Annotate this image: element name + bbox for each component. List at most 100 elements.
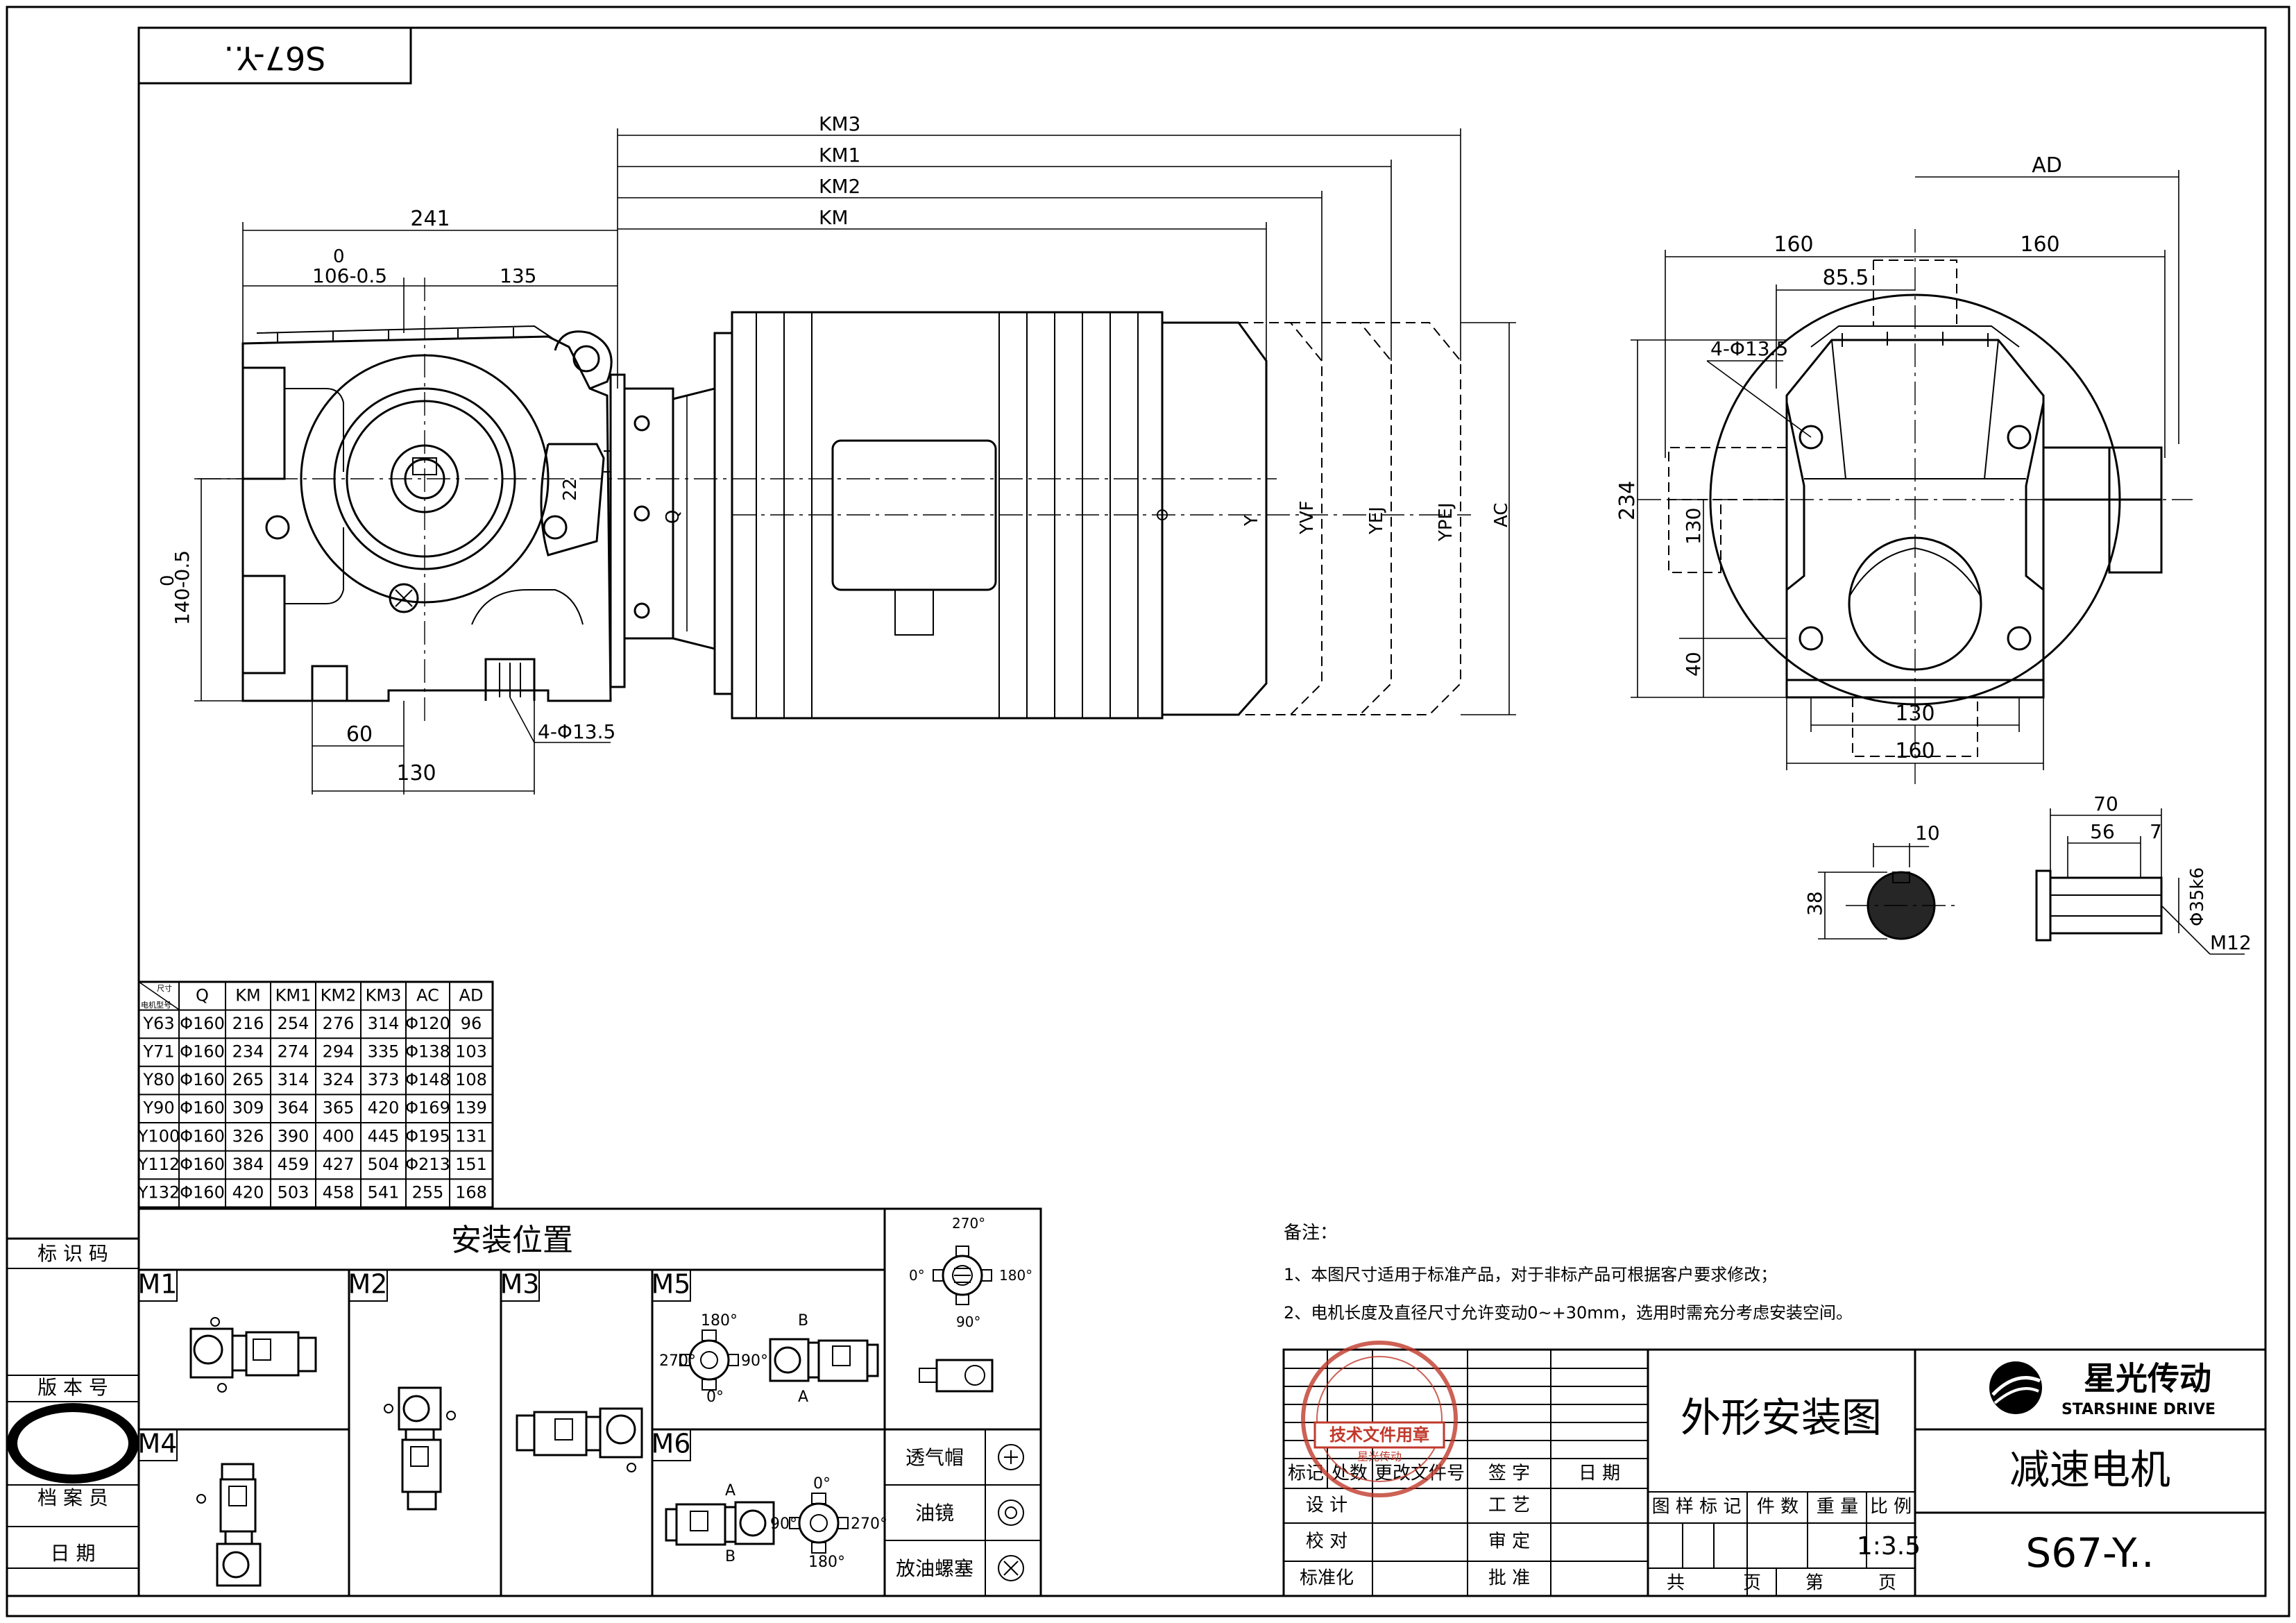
- spec-cell: 420: [232, 1183, 264, 1203]
- dim-140: 140-0.5: [171, 550, 194, 625]
- dim-130-horiz: 130: [1895, 702, 1934, 726]
- spec-cell: 384: [232, 1155, 264, 1174]
- mounting-title: 安装位置: [451, 1223, 573, 1258]
- drawing-title: 外形安装图: [1681, 1394, 1882, 1441]
- sheets-nth: 第: [1805, 1573, 1823, 1594]
- spec-cell: 103: [455, 1042, 487, 1062]
- spec-cell: 139: [455, 1098, 487, 1118]
- m5-letter-a: A: [798, 1388, 808, 1406]
- spec-cell: Φ213: [405, 1155, 450, 1174]
- spec-cell: Y100: [137, 1126, 180, 1146]
- spec-cell: 234: [232, 1042, 264, 1062]
- position-m1: M1: [138, 1269, 178, 1300]
- spec-cell: 274: [278, 1042, 309, 1062]
- spec-cell: 364: [278, 1098, 309, 1118]
- dim-160-bottom: 160: [1895, 739, 1934, 763]
- dim-130-vert: 130: [1682, 508, 1705, 545]
- dim-km3: KM3: [819, 112, 860, 135]
- stamp-label: 技术文件用章: [1329, 1425, 1429, 1445]
- spec-cell: 294: [323, 1042, 355, 1062]
- spec-cell: 255: [412, 1183, 444, 1203]
- dim-ypej: YPEJ: [1436, 502, 1456, 542]
- m4-sketch: [196, 1463, 262, 1587]
- notes-header: 备注：: [1284, 1223, 1338, 1243]
- oil-sight-icon: [998, 1499, 1024, 1526]
- spec-cell: Φ120: [405, 1014, 450, 1033]
- dim-234: 234: [1615, 481, 1640, 520]
- product-name: 减速电机: [2009, 1446, 2170, 1493]
- spec-column-header: KM: [235, 985, 260, 1005]
- sheets-page2: 页: [1878, 1573, 1896, 1594]
- dim-shaft-7: 7: [2150, 820, 2162, 843]
- shaft-detail: 70 56 7 Φ35k6 M12: [2035, 792, 2252, 955]
- spec-cell: Φ160: [180, 1183, 225, 1203]
- dim-ac: AC: [1491, 503, 1512, 527]
- spec-cell: 365: [323, 1098, 355, 1118]
- outer-frame: [6, 6, 2290, 1617]
- position-m5: M5: [652, 1269, 691, 1300]
- note-1: 1、本图尺寸适用于标准产品，对于非标产品可根据客户要求修改；: [1284, 1265, 1777, 1284]
- stamp-sub: 星光传动: [1357, 1450, 1402, 1463]
- spec-cell: 276: [323, 1014, 355, 1033]
- dim-130: 130: [396, 761, 436, 785]
- spec-column-header: KM3: [366, 985, 402, 1005]
- tb-grid-mark: 图 样 标 记: [1652, 1497, 1742, 1518]
- spec-cell: 108: [455, 1070, 487, 1089]
- dim-ad: AD: [2032, 153, 2062, 178]
- spec-cell: 326: [232, 1126, 264, 1146]
- tb-col-sign: 签 字: [1488, 1463, 1530, 1484]
- dim-q-side: Q: [663, 510, 683, 524]
- dim-key-38: 38: [1803, 891, 1826, 916]
- dim-160-right: 160: [2020, 232, 2059, 257]
- tb-row-review: 审 定: [1488, 1531, 1530, 1552]
- spec-cell: 458: [323, 1183, 355, 1203]
- label-date: 日 期: [51, 1542, 96, 1565]
- dim-side-holes: 4-Φ13.5: [1710, 337, 1788, 360]
- spec-cell: Φ160: [180, 1014, 225, 1033]
- position-m3: M3: [500, 1269, 540, 1300]
- sheets-page1: 页: [1743, 1573, 1761, 1594]
- spec-column-header: KM2: [321, 985, 357, 1005]
- dim-22: 22: [560, 478, 581, 501]
- drawing-code-box: S67-Y..: [137, 26, 412, 85]
- side-strip: 标 识 码 版 本 号 档 案 员 日 期: [6, 1237, 140, 1597]
- label-version: 版 本 号: [37, 1376, 108, 1399]
- spec-corner-bottom: 电机型号: [141, 1000, 171, 1010]
- spec-cell: Φ169: [405, 1098, 450, 1118]
- note-2: 2、电机长度及直径尺寸允许变动0~+30mm，选用时需充分考虑安装空间。: [1284, 1303, 1853, 1323]
- tb-col-date: 日 期: [1579, 1463, 1620, 1484]
- dim-key-10: 10: [1915, 822, 1940, 844]
- m3-sketch: [516, 1407, 643, 1472]
- m5-angle-0: 0°: [706, 1388, 724, 1406]
- spec-column-header: AD: [459, 985, 484, 1005]
- m6-angle-180: 180°: [808, 1554, 845, 1571]
- spec-cell: Φ160: [180, 1042, 225, 1062]
- label-id-code: 标 识 码: [37, 1242, 108, 1265]
- spec-cell: 314: [368, 1014, 400, 1033]
- spec-cell: Φ160: [180, 1155, 225, 1174]
- dim-shaft-70: 70: [2093, 792, 2118, 815]
- dim-shaft-thread: M12: [2210, 931, 2252, 954]
- front-view-dimensions: KM3 KM1 KM2 KM 241 0 106-0.5 135 140-0.5…: [158, 112, 1516, 794]
- spec-cell: Y112: [137, 1155, 180, 1174]
- sheets-total: 共: [1667, 1573, 1685, 1594]
- spec-cell: 131: [455, 1126, 487, 1146]
- spec-cell: 427: [323, 1155, 355, 1174]
- inner-frame: [137, 26, 2267, 1597]
- m2-sketch: [384, 1386, 456, 1511]
- ref-angle-270: 270°: [952, 1215, 985, 1232]
- tb-row-check: 校 对: [1306, 1531, 1347, 1552]
- tb-row-standard: 标准化: [1300, 1568, 1354, 1589]
- spec-cell: Y71: [142, 1042, 174, 1062]
- dim-yvf: YVF: [1297, 500, 1318, 535]
- spec-cell: 504: [368, 1155, 400, 1174]
- dim-holes: 4-Φ13.5: [538, 720, 615, 743]
- spec-cell: Φ160: [180, 1070, 225, 1089]
- side-view-dimensions: AD 160 160 85.5 4-Φ13.5 234 130 40 130 1…: [1615, 153, 2179, 770]
- m5-angle-180: 180°: [701, 1312, 738, 1329]
- dim-shaft-56: 56: [2090, 820, 2115, 843]
- spec-cell: 390: [278, 1126, 309, 1146]
- spec-corner-top: 尺寸: [157, 983, 172, 993]
